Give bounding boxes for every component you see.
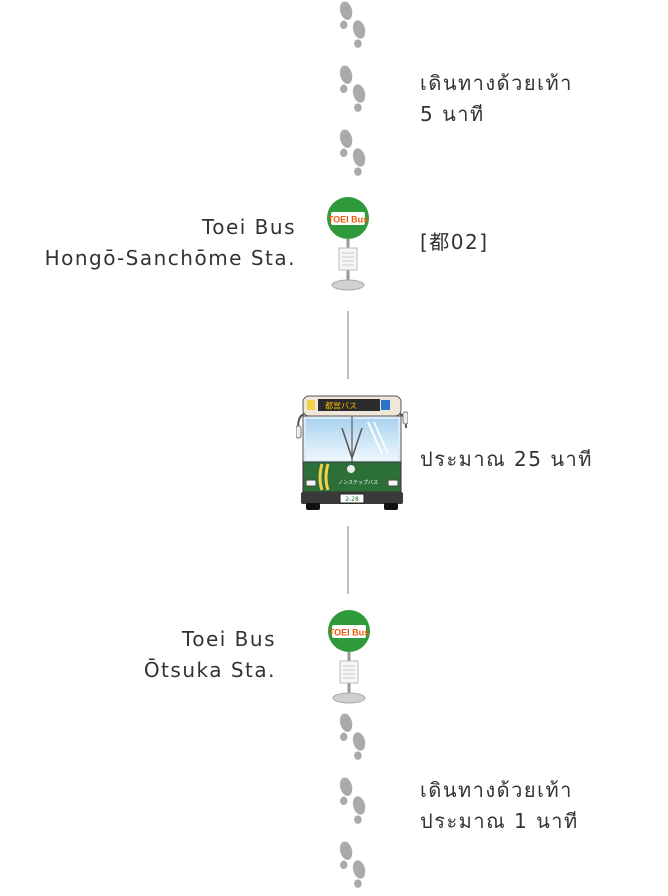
destination-stop-label: Toei Bus Ōtsuka Sta. — [0, 624, 276, 686]
destination-stop-line1: Toei Bus — [181, 627, 276, 651]
origin-sign-text: TOEI Bus — [328, 215, 368, 225]
destination-sign: 都営バス — [325, 401, 357, 411]
footprints-icon — [332, 776, 372, 828]
footprints-icon — [332, 712, 372, 764]
walk-start-line1: เดินทางด้วยเท้า — [420, 71, 573, 95]
footprints-icon — [332, 840, 372, 892]
footprints-icon — [332, 128, 372, 180]
walk-end-line1: เดินทางด้วยเท้า — [420, 778, 573, 802]
destination-sign-text: TOEI Bus — [329, 628, 369, 638]
route-line — [347, 526, 349, 594]
bus-duration: ประมาณ 25 นาที — [420, 447, 593, 471]
bus-stop-sign-icon: TOEI Bus — [324, 609, 374, 705]
license-plate: 2-28 — [345, 496, 359, 503]
footprints-icon — [332, 64, 372, 116]
origin-stop-line2: Hongō-Sanchōme Sta. — [44, 246, 296, 270]
route-line — [347, 311, 349, 379]
walk-start-label: เดินทางด้วยเท้า 5 นาที — [420, 68, 573, 130]
walk-end-label: เดินทางด้วยเท้า ประมาณ 1 นาที — [420, 775, 579, 837]
destination-stop-line2: Ōtsuka Sta. — [143, 658, 276, 682]
origin-stop-label: Toei Bus Hongō-Sanchōme Sta. — [0, 212, 296, 274]
bus-icon: 都営バス ノンステップバス 2-28 — [295, 392, 409, 512]
origin-stop-line1: Toei Bus — [201, 215, 296, 239]
bus-stop-sign-icon: TOEI Bus — [323, 196, 373, 292]
walk-end-line2: ประมาณ 1 นาที — [420, 809, 579, 833]
footprints-icon — [332, 0, 372, 52]
walk-start-line2: 5 นาที — [420, 102, 485, 126]
bus-front-label: ノンステップバス — [338, 480, 378, 486]
route-number: [都02] — [420, 230, 489, 254]
